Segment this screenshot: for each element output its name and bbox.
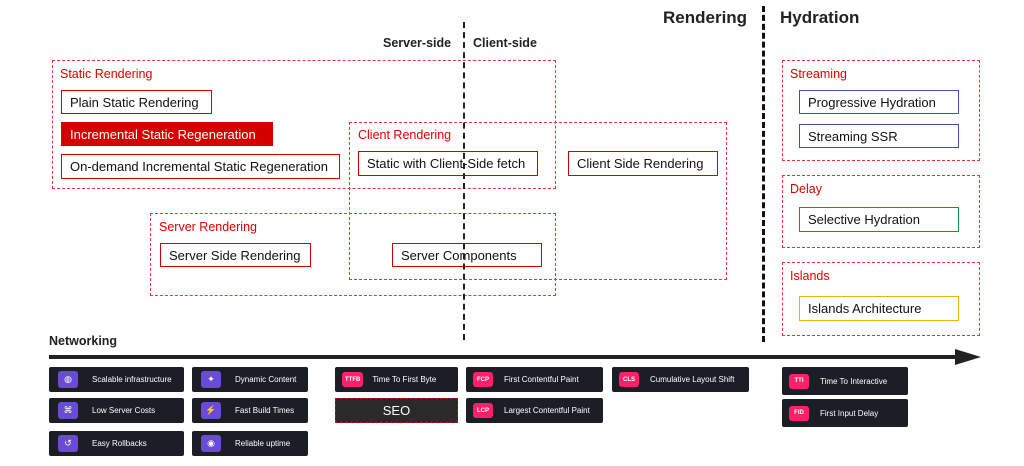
metric-label: Time To Interactive bbox=[820, 376, 888, 386]
benefit-label: Fast Build Times bbox=[235, 406, 295, 415]
islands-group: Islands bbox=[782, 262, 980, 336]
incremental-static-regeneration-box[interactable]: Incremental Static Regeneration bbox=[61, 122, 273, 146]
progressive-hydration-box[interactable]: Progressive Hydration bbox=[799, 90, 959, 114]
metric-card-fid: FID First Input Delay bbox=[782, 399, 908, 427]
islands-architecture-box[interactable]: Islands Architecture bbox=[799, 296, 959, 321]
sparkle-icon: ✦ bbox=[201, 371, 221, 388]
earth-icon: ◉ bbox=[201, 435, 221, 452]
metric-label: First Input Delay bbox=[820, 408, 879, 418]
seo-box: SEO bbox=[335, 398, 458, 423]
streaming-label: Streaming bbox=[790, 67, 847, 81]
networking-label: Networking bbox=[49, 334, 118, 348]
cls-badge: CLS bbox=[619, 372, 639, 387]
streaming-group: Streaming bbox=[782, 60, 980, 161]
static-rendering-label: Static Rendering bbox=[60, 67, 153, 81]
server-components-box[interactable]: Server Components bbox=[392, 243, 542, 267]
metric-card-ttfb: TTFB Time To First Byte bbox=[335, 367, 458, 392]
server-icon: ⌘ bbox=[58, 402, 78, 419]
server-rendering-label: Server Rendering bbox=[159, 220, 257, 234]
tti-badge: TTI bbox=[789, 373, 809, 389]
benefit-label: Low Server Costs bbox=[92, 406, 156, 415]
plain-static-rendering-box[interactable]: Plain Static Rendering bbox=[61, 90, 212, 114]
benefit-label: Reliable uptime bbox=[235, 439, 291, 448]
hydration-header: Hydration bbox=[780, 8, 860, 27]
metric-label: Largest Contentful Paint bbox=[504, 406, 590, 415]
benefit-card-low-cost: ⌘ Low Server Costs bbox=[49, 398, 184, 423]
rollback-icon: ↺ bbox=[58, 435, 78, 452]
metric-label: First Contentful Paint bbox=[504, 375, 579, 384]
islands-label: Islands bbox=[790, 269, 830, 283]
rendering-header: Rendering bbox=[663, 8, 748, 27]
metric-card-cls: CLS Cumulative Layout Shift bbox=[612, 367, 749, 392]
globe-icon: ◍ bbox=[58, 371, 78, 388]
fcp-badge: FCP bbox=[473, 372, 493, 387]
delay-group: Delay bbox=[782, 175, 980, 248]
on-demand-isr-box[interactable]: On-demand Incremental Static Regeneratio… bbox=[61, 154, 340, 179]
benefit-label: Dynamic Content bbox=[235, 375, 297, 384]
fid-badge: FID bbox=[789, 405, 809, 421]
client-rendering-label: Client Rendering bbox=[358, 128, 452, 142]
client-side-rendering-box[interactable]: Client Side Rendering bbox=[568, 151, 718, 176]
client-side-label: Client-side bbox=[473, 36, 537, 50]
static-client-fetch-box[interactable]: Static with Client-Side fetch bbox=[358, 151, 538, 176]
server-client-divider bbox=[463, 22, 465, 340]
benefit-card-dynamic: ✦ Dynamic Content bbox=[192, 367, 308, 392]
rendering-hydration-divider bbox=[762, 6, 765, 342]
benefit-card-scalable: ◍ Scalable infrastructure bbox=[49, 367, 184, 392]
static-rendering-group: Static Rendering bbox=[52, 60, 556, 189]
selective-hydration-box[interactable]: Selective Hydration bbox=[799, 207, 959, 232]
server-rendering-group: Server Rendering bbox=[150, 213, 556, 296]
metric-card-lcp: LCP Largest Contentful Paint bbox=[466, 398, 603, 423]
metric-label: Time To First Byte bbox=[372, 375, 437, 384]
benefit-label: Easy Rollbacks bbox=[92, 439, 147, 448]
streaming-ssr-box[interactable]: Streaming SSR bbox=[799, 124, 959, 148]
lcp-badge: LCP bbox=[473, 403, 493, 418]
benefit-card-rollbacks: ↺ Easy Rollbacks bbox=[49, 431, 184, 456]
delay-label: Delay bbox=[790, 182, 822, 196]
benefit-card-fast-build: ⚡ Fast Build Times bbox=[192, 398, 308, 423]
client-rendering-group: Client Rendering bbox=[349, 122, 727, 280]
lightning-icon: ⚡ bbox=[201, 402, 221, 419]
server-side-rendering-box[interactable]: Server Side Rendering bbox=[160, 243, 311, 267]
metric-label: Cumulative Layout Shift bbox=[650, 375, 735, 384]
metric-card-fcp: FCP First Contentful Paint bbox=[466, 367, 603, 392]
networking-arrow bbox=[49, 349, 981, 365]
benefit-card-uptime: ◉ Reliable uptime bbox=[192, 431, 308, 456]
server-side-label: Server-side bbox=[383, 36, 452, 50]
metric-card-tti: TTI Time To Interactive bbox=[782, 367, 908, 395]
benefit-label: Scalable infrastructure bbox=[92, 375, 172, 384]
ttfb-badge: TTFB bbox=[342, 372, 364, 387]
